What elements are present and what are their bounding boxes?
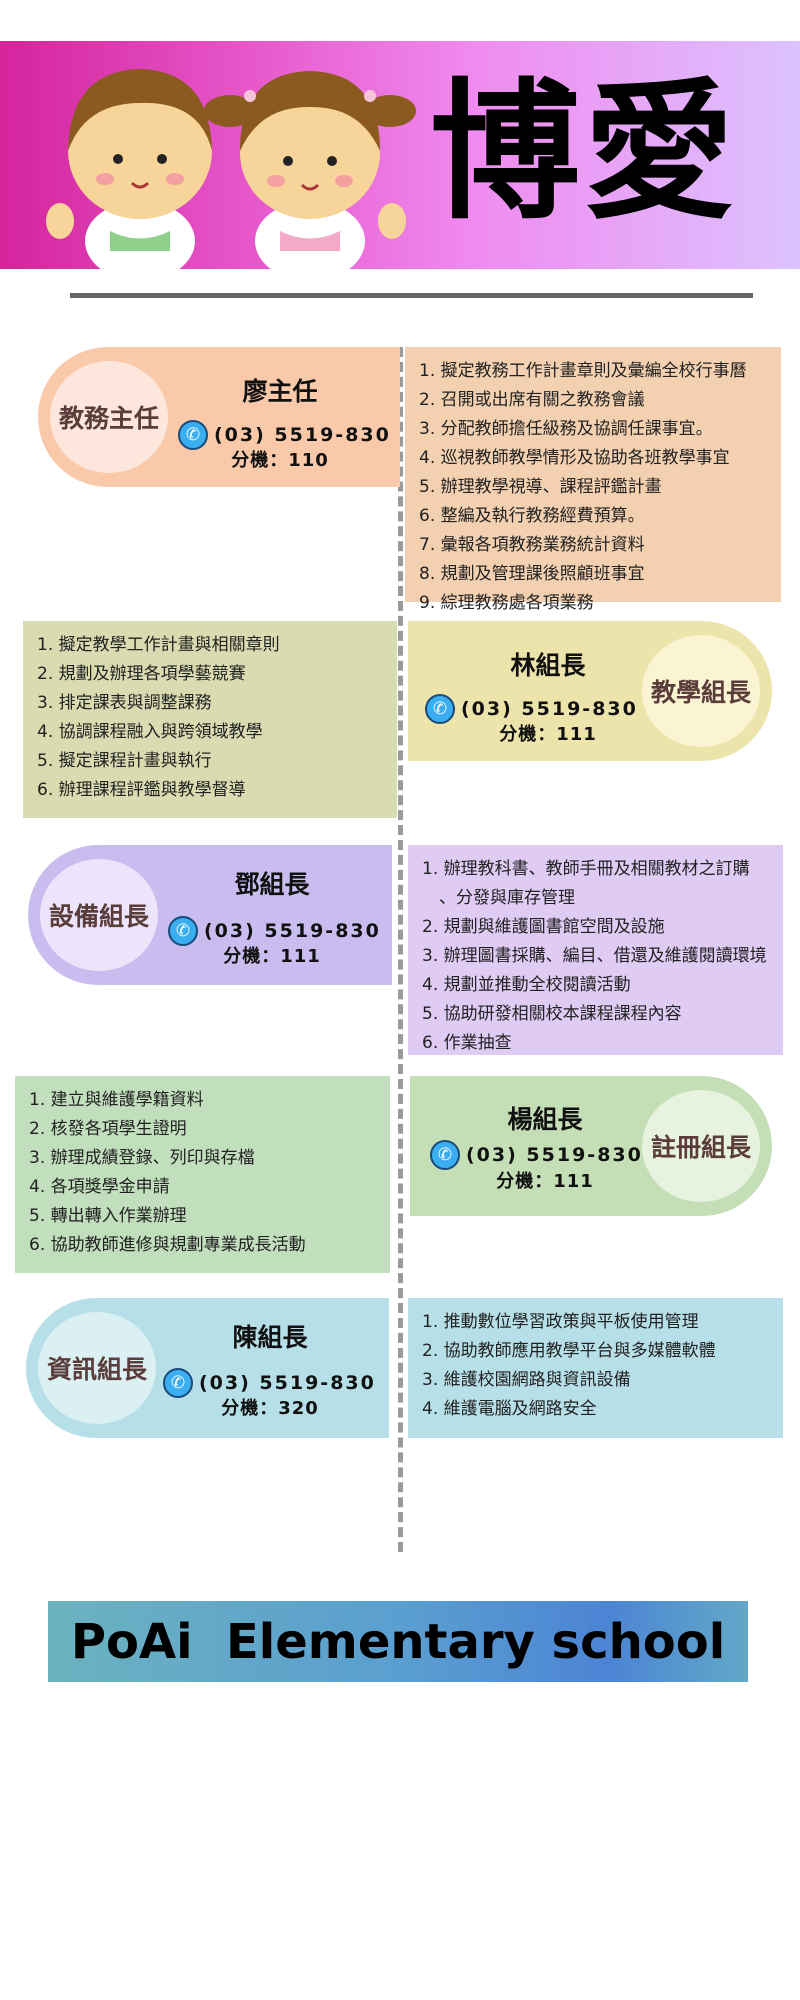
- duty-item: 4. 協調課程融入與跨領域教學: [37, 722, 263, 742]
- role-badge: 教學組長: [642, 635, 760, 747]
- duty-item: 4. 維護電腦及網路安全: [422, 1399, 597, 1419]
- staff-card: 教學組長: [408, 621, 772, 761]
- phone-icon: ✆: [163, 1368, 193, 1398]
- duties-list: 1. 擬定教務工作計畫章則及彙編全校行事曆 2. 召開或出席有關之教務會議 3. 分…: [405, 347, 781, 613]
- phone-icon: ✆: [430, 1140, 460, 1170]
- header-banner: [0, 41, 800, 269]
- duty-item: 4. 各項獎學金申請: [29, 1177, 170, 1197]
- children-illustration-icon: [46, 69, 416, 269]
- duty-item: 2. 協助教師應用教學平台與多媒體軟體: [422, 1341, 716, 1361]
- duty-item: 2. 核發各項學生證明: [29, 1119, 187, 1139]
- phone-row: ✆ (03) 5519-830: [425, 694, 638, 724]
- duty-item: 5. 轉出轉入作業辦理: [29, 1206, 187, 1226]
- duties-list: 1. 擬定教學工作計畫與相關章則 2. 規劃及辦理各項學藝競賽 3. 排定課表與調整…: [23, 621, 397, 818]
- phone-number[interactable]: (03) 5519-830: [466, 1144, 643, 1166]
- staff-name: 楊組長: [507, 1105, 583, 1134]
- phone-icon: ✆: [168, 916, 198, 946]
- phone-extension: 分機：110: [231, 450, 329, 471]
- duty-item: 、分發與庫存管理: [422, 888, 575, 908]
- duty-item: 2. 規劃及辦理各項學藝競賽: [37, 664, 246, 684]
- school-name-banner: PoAi Elementary school: [48, 1601, 748, 1682]
- duty-item: 8. 規劃及管理課後照顧班事宜: [419, 564, 645, 584]
- phone-number[interactable]: (03) 5519-830: [461, 698, 638, 720]
- timeline-divider: [398, 347, 403, 1552]
- duty-item: 9. 綜理教務處各項業務: [419, 593, 594, 613]
- phone-row: ✆ (03) 5519-830: [178, 420, 391, 450]
- role-badge: 資訊組長: [38, 1312, 156, 1424]
- phone-number[interactable]: (03) 5519-830: [204, 920, 381, 942]
- staff-name: 陳組長: [232, 1323, 308, 1352]
- duties-list: 1. 建立與維護學籍資料 2. 核發各項學生證明 3. 辦理成績登錄、列印與存檔 4.…: [15, 1076, 390, 1273]
- staff-name: 林組長: [510, 651, 586, 680]
- duty-item: 6. 整編及執行教務經費預算。: [419, 506, 645, 526]
- duty-item: 4. 規劃並推動全校閱讀活動: [422, 975, 631, 995]
- phone-number[interactable]: (03) 5519-830: [199, 1372, 376, 1394]
- duty-item: 6. 辦理課程評鑑與教學督導: [37, 780, 246, 800]
- duty-item: 2. 規劃與維護圖書館空間及設施: [422, 917, 665, 937]
- phone-icon: ✆: [178, 420, 208, 450]
- staff-card: 教務主任: [38, 347, 400, 487]
- staff-name: 廖主任: [242, 377, 318, 406]
- duty-item: 1. 擬定教務工作計畫章則及彙編全校行事曆: [419, 361, 747, 381]
- staff-name: 鄧組長: [234, 870, 310, 899]
- phone-extension: 分機：111: [499, 724, 597, 745]
- phone-extension: 分機：111: [223, 946, 321, 967]
- duty-item: 5. 擬定課程計畫與執行: [37, 751, 212, 771]
- staff-card: 設備組長: [28, 845, 392, 985]
- duty-item: 5. 協助研發相關校本課程課程內容: [422, 1004, 682, 1024]
- duty-item: 4. 巡視教師教學情形及協助各班教學事宜: [419, 448, 730, 468]
- phone-extension: 分機：111: [496, 1171, 594, 1192]
- duty-item: 3. 辦理圖書採購、編目、借還及維護閱讀環境: [422, 946, 767, 966]
- duty-item: 3. 分配教師擔任級務及協調任課事宜。: [419, 419, 713, 439]
- duty-item: 7. 彙報各項教務業務統計資料: [419, 535, 645, 555]
- phone-icon: ✆: [425, 694, 455, 724]
- phone-extension: 分機：320: [221, 1398, 319, 1419]
- staff-card: 資訊組長: [26, 1298, 389, 1438]
- page-title: 博愛: [430, 64, 739, 240]
- header-divider: [70, 293, 753, 298]
- duty-item: 3. 維護校園網路與資訊設備: [422, 1370, 631, 1390]
- duty-item: 1. 建立與維護學籍資料: [29, 1090, 204, 1110]
- phone-number[interactable]: (03) 5519-830: [214, 424, 391, 446]
- duties-list: 1. 推動數位學習政策與平板使用管理 2. 協助教師應用教學平台與多媒體軟體 3. …: [408, 1298, 783, 1438]
- duty-item: 6. 協助教師進修與規劃專業成長活動: [29, 1235, 306, 1255]
- phone-row: ✆ (03) 5519-830: [168, 916, 381, 946]
- role-badge: 教務主任: [50, 361, 168, 473]
- duty-item: 2. 召開或出席有關之教務會議: [419, 390, 645, 410]
- duty-item: 5. 辦理教學視導、課程評鑑計畫: [419, 477, 662, 497]
- duty-item: 1. 辦理教科書、教師手冊及相關教材之訂購: [422, 859, 750, 879]
- phone-row: ✆ (03) 5519-830: [430, 1140, 643, 1170]
- phone-row: ✆ (03) 5519-830: [163, 1368, 376, 1398]
- duty-item: 6. 作業抽查: [422, 1033, 512, 1053]
- duty-item: 3. 辦理成績登錄、列印與存檔: [29, 1148, 255, 1168]
- role-badge: 設備組長: [40, 859, 158, 971]
- role-badge: 註冊組長: [642, 1090, 760, 1202]
- duty-item: 1. 擬定教學工作計畫與相關章則: [37, 635, 280, 655]
- duty-item: 1. 推動數位學習政策與平板使用管理: [422, 1312, 699, 1332]
- staff-card: 註冊組長: [410, 1076, 772, 1216]
- duties-list: 1. 辦理教科書、教師手冊及相關教材之訂購 、分發與庫存管理 2. 規劃與維護圖書…: [408, 845, 783, 1055]
- duty-item: 3. 排定課表與調整課務: [37, 693, 212, 713]
